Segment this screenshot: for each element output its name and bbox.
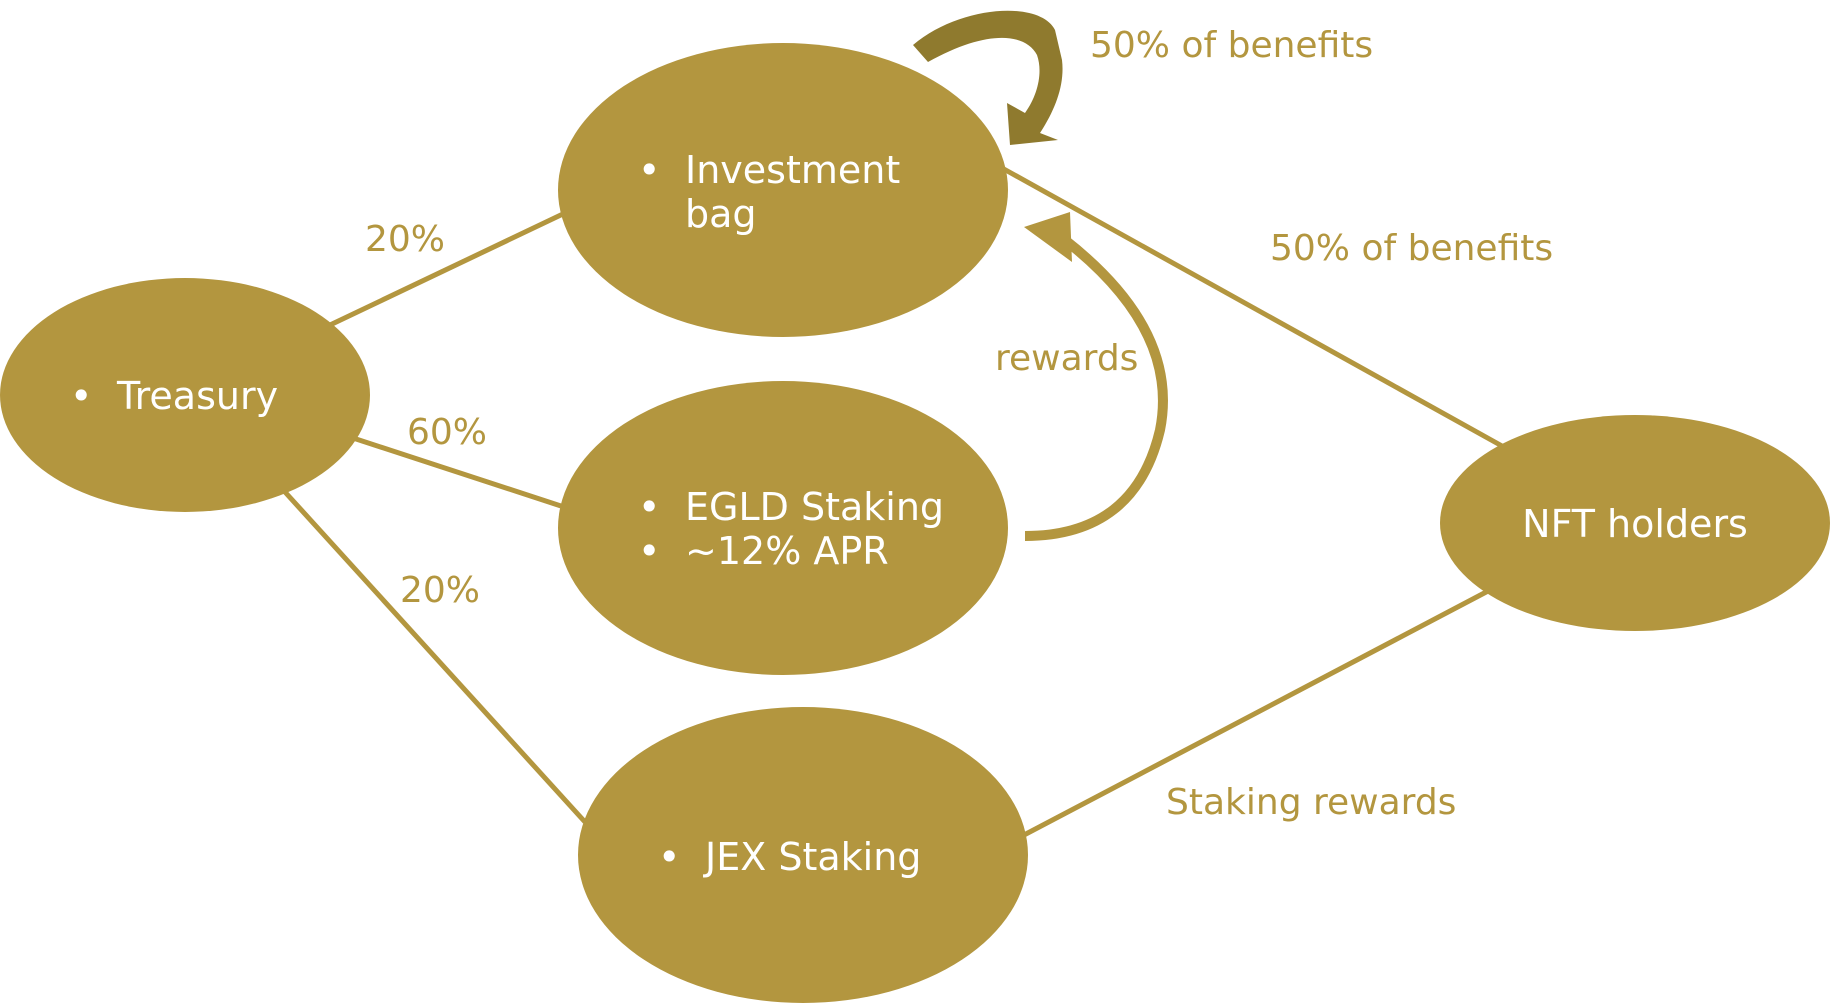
egld-label-line2: ~12% APR bbox=[685, 529, 889, 573]
label-treasury-investment: 20% bbox=[365, 219, 445, 260]
node-nft-holders bbox=[1440, 415, 1830, 631]
edge-treasury-egld bbox=[352, 435, 562, 509]
edge-jex-nft bbox=[1022, 587, 1492, 838]
label-jex-nft: Staking rewards bbox=[1166, 782, 1456, 823]
egld-label-line1: EGLD Staking bbox=[685, 485, 944, 529]
label-treasury-egld: 60% bbox=[407, 412, 487, 453]
egld-bullet-1: • bbox=[638, 485, 660, 529]
rewards-arrow bbox=[1024, 236, 1168, 541]
node-investment-bag bbox=[558, 43, 1008, 337]
edge-treasury-investment bbox=[328, 210, 567, 328]
investment-bullet: • bbox=[638, 148, 660, 192]
node-egld-staking bbox=[558, 381, 1008, 675]
nft-holders-label: NFT holders bbox=[1522, 502, 1748, 546]
label-rewards: rewards bbox=[995, 338, 1138, 379]
node-jex-staking bbox=[578, 707, 1028, 1003]
treasury-bullet: • bbox=[70, 374, 92, 418]
treasury-label: Treasury bbox=[116, 374, 278, 418]
edge-treasury-jex bbox=[283, 490, 587, 824]
edge-investment-nft bbox=[1000, 165, 1504, 449]
investment-label-line2: bag bbox=[685, 192, 757, 236]
investment-label-line1: Investment bbox=[685, 148, 900, 192]
node-treasury bbox=[0, 278, 370, 512]
jex-label: JEX Staking bbox=[703, 835, 921, 879]
label-treasury-jex: 20% bbox=[400, 570, 480, 611]
self-loop-arrow bbox=[913, 10, 1063, 145]
egld-bullet-2: • bbox=[638, 529, 660, 573]
jex-bullet: • bbox=[658, 835, 680, 879]
rewards-arrowhead bbox=[1024, 212, 1072, 262]
label-self-loop: 50% of benefits bbox=[1090, 25, 1373, 66]
label-investment-nft: 50% of benefits bbox=[1270, 228, 1553, 269]
